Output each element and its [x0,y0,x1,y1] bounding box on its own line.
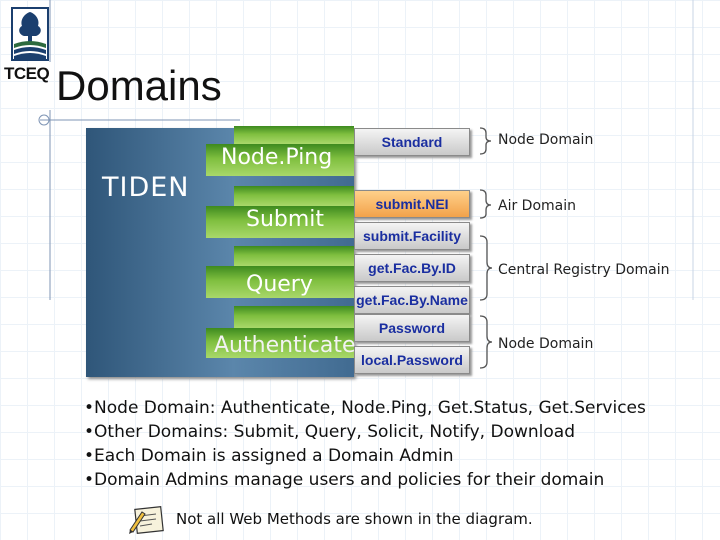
note-icon [129,506,164,534]
domain-label-node-1: Node Domain [498,132,594,148]
bullet-item: •Node Domain: Authenticate, Node.Ping, G… [84,398,646,418]
service-nodeping-label: Node.Ping [221,145,333,170]
method-get-fac-by-name: get.Fac.By.Name [354,286,470,314]
tiden-label: TIDEN [102,172,190,203]
service-submit-block [234,186,354,206]
bullet-text: Node Domain: Authenticate, Node.Ping, Ge… [94,398,646,418]
service-nodeping-tab [206,144,354,176]
domain-label-node-2: Node Domain [498,336,594,352]
bullet-text: Each Domain is assigned a Domain Admin [94,446,454,466]
domain-label-air: Air Domain [498,198,576,214]
service-nodeping-block [234,126,354,144]
tceq-logo [11,7,49,61]
method-local-password: local.Password [354,346,470,374]
service-authenticate-tab [206,328,354,358]
service-query-tab [206,266,354,298]
logo-text: TCEQ [4,64,50,83]
service-authenticate-block [234,306,354,328]
method-standard: Standard [354,128,470,156]
bullet-list: •Node Domain: Authenticate, Node.Ping, G… [84,396,646,492]
method-get-fac-by-id: get.Fac.By.ID [354,254,470,282]
bullet-item: •Other Domains: Submit, Query, Solicit, … [84,422,575,442]
diagram-note: Not all Web Methods are shown in the dia… [176,510,533,528]
method-submit-facility: submit.Facility [354,222,470,250]
bullet-item: •Each Domain is assigned a Domain Admin [84,446,454,466]
service-query-label: Query [246,272,313,297]
service-authenticate-label: Authenticate [214,333,356,358]
service-query-block [234,246,354,266]
page-title: Domains [56,62,222,109]
method-password: Password [354,314,470,342]
service-submit-tab [206,206,354,238]
service-submit-label: Submit [246,207,325,232]
domain-label-central-registry: Central Registry Domain [498,262,670,278]
method-submit-nei: submit.NEI [354,190,470,218]
bullet-text: Other Domains: Submit, Query, Solicit, N… [94,422,575,442]
bullet-item: •Domain Admins manage users and policies… [84,470,605,490]
bullet-text: Domain Admins manage users and policies … [94,470,605,490]
